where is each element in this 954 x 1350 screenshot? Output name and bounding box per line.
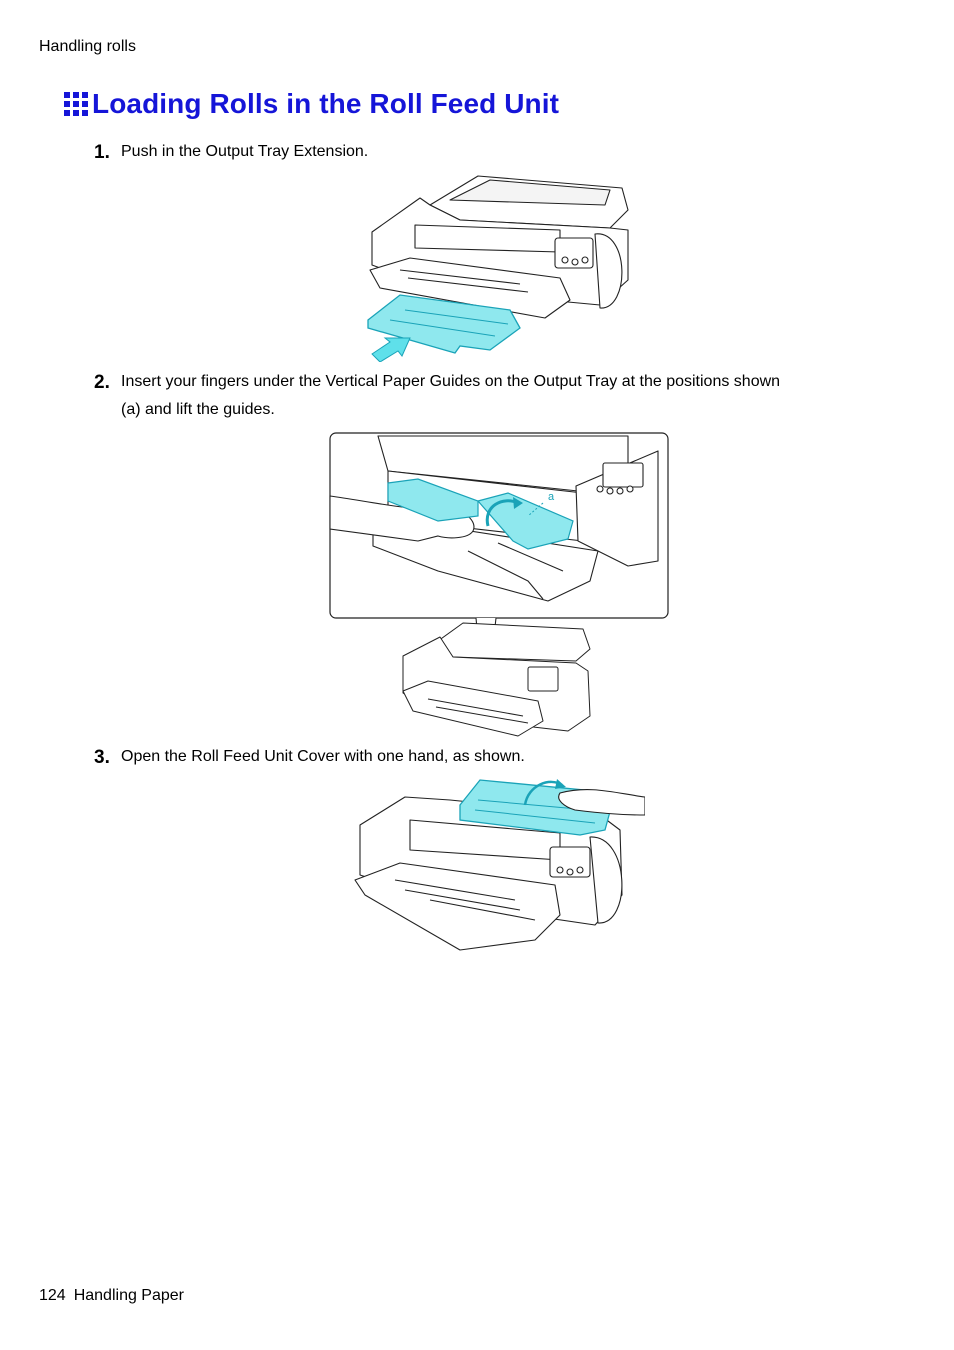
callout-label-a: a (548, 491, 555, 503)
step-2: 2. Insert your fingers under the Vertica… (94, 372, 780, 424)
running-head: Handling rolls (39, 38, 136, 55)
page-footer: 124 Handling Paper (39, 1287, 192, 1305)
printer-illustration-output-tray (367, 175, 629, 362)
step-number: 2. (94, 372, 110, 393)
page-number: 124 (39, 1287, 66, 1304)
step-text-line: Insert your fingers under the Vertical P… (121, 373, 781, 390)
step-number: 1. (94, 142, 110, 163)
step-text: Insert your fingers under the Vertical P… (121, 368, 780, 424)
step-text-line: (a) and lift the guides. (121, 401, 275, 418)
page-title: Loading Rolls in the Roll Feed Unit (92, 88, 560, 119)
step-3: 3. Open the Roll Feed Unit Cover with on… (94, 747, 525, 771)
step-text: Push in the Output Tray Extension. (121, 143, 369, 160)
step-text: Open the Roll Feed Unit Cover with one h… (121, 748, 525, 765)
printer-illustration-roll-cover (354, 779, 645, 951)
printer-illustration-paper-guides: a (329, 432, 669, 737)
step-1: 1. Push in the Output Tray Extension. (94, 142, 368, 166)
topic-grid-icon (64, 92, 88, 116)
step-number: 3. (94, 747, 110, 768)
section-title-row: Loading Rolls in the Roll Feed Unit (64, 88, 559, 120)
footer-section: Handling Paper (73, 1287, 184, 1304)
